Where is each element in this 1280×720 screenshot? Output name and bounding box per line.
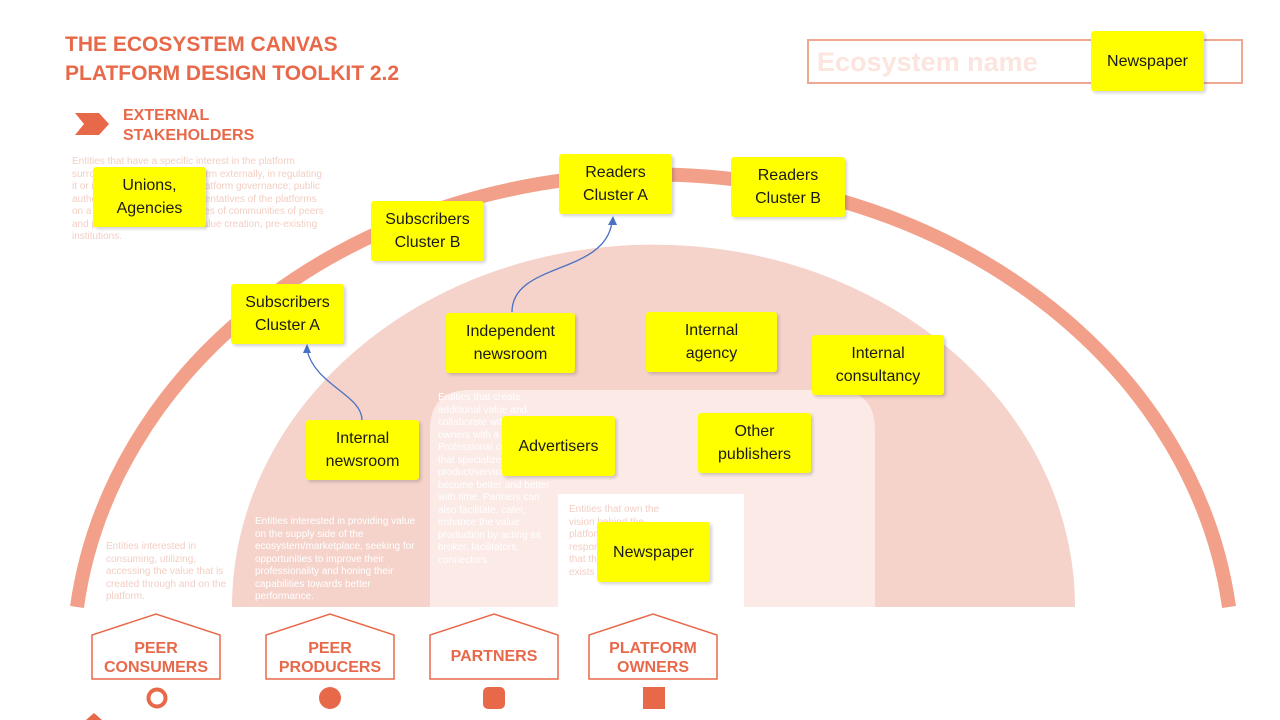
arrowhead-readers-a: [608, 216, 617, 225]
sticky-newspaper-top[interactable]: Newspaper: [1091, 31, 1204, 91]
external-stakeholders-heading: EXTERNAL STAKEHOLDERS: [123, 106, 254, 146]
chevron-up-icon: [86, 713, 102, 720]
chevron-right-icon: [75, 113, 109, 135]
sticky-internal-consultancy[interactable]: Internal consultancy: [812, 335, 944, 395]
sticky-newspaper-center[interactable]: Newspaper: [597, 522, 710, 582]
role-label-peer-producers: PEER PRODUCERS: [278, 640, 382, 676]
page-title: THE ECOSYSTEM CANVAS PLATFORM DESIGN TOO…: [65, 30, 399, 88]
sticky-readers-cluster-b[interactable]: Readers Cluster B: [731, 157, 845, 217]
sticky-internal-agency[interactable]: Internal agency: [646, 312, 777, 372]
house-outline-icon: [429, 613, 559, 680]
house-outline-icon: [91, 613, 221, 680]
arrowhead-subscribers-a: [303, 344, 311, 353]
role-peer-consumers: PEER CONSUMERS: [91, 613, 221, 680]
rounded-square-icon: [483, 687, 505, 709]
ring-icon: [146, 687, 168, 709]
sticky-advertisers[interactable]: Advertisers: [502, 416, 615, 476]
circle-icon: [319, 687, 341, 709]
role-peer-producers: PEER PRODUCERS: [265, 613, 395, 680]
sticky-readers-cluster-a[interactable]: Readers Cluster A: [559, 154, 672, 214]
sticky-subscribers-cluster-b[interactable]: Subscribers Cluster B: [371, 201, 484, 261]
consumers-description: Entities interested in consuming, utiliz…: [106, 541, 227, 602]
producers-description: Entities interested in providing value o…: [255, 516, 416, 602]
role-partners: PARTNERS: [429, 613, 559, 680]
role-platform-owners: PLATFORM OWNERS: [588, 613, 718, 680]
title-line-1: THE ECOSYSTEM CANVAS: [65, 33, 338, 56]
sticky-other-publishers[interactable]: Other publishers: [698, 413, 811, 473]
external-title-line-2: STAKEHOLDERS: [123, 127, 255, 144]
sticky-unions-agencies[interactable]: Unions, Agencies: [93, 167, 206, 227]
partners-description: Entities that create additional value an…: [438, 392, 550, 566]
house-outline-icon: [588, 613, 718, 680]
role-label-platform-owners: PLATFORM OWNERS: [609, 640, 697, 676]
role-label-peer-consumers: PEER CONSUMERS: [103, 640, 208, 676]
role-label-partners: PARTNERS: [450, 648, 538, 665]
sticky-subscribers-cluster-a[interactable]: Subscribers Cluster A: [231, 284, 344, 344]
arrow-independent-newsroom-to-readers-a: [511, 221, 613, 313]
title-line-2: PLATFORM DESIGN TOOLKIT 2.2: [65, 62, 400, 85]
sticky-independent-newsroom[interactable]: Independent newsroom: [446, 313, 575, 373]
sticky-internal-newsroom[interactable]: Internal newsroom: [306, 420, 419, 480]
square-icon: [643, 687, 665, 709]
external-title-line-1: EXTERNAL: [123, 107, 210, 124]
arrow-internal-newsroom-to-subscribers-a: [306, 349, 363, 421]
ecosystem-name-field[interactable]: Ecosystem name: [807, 39, 1243, 84]
ecosystem-name-placeholder: Ecosystem name: [817, 47, 1038, 77]
house-outline-icon: [265, 613, 395, 680]
